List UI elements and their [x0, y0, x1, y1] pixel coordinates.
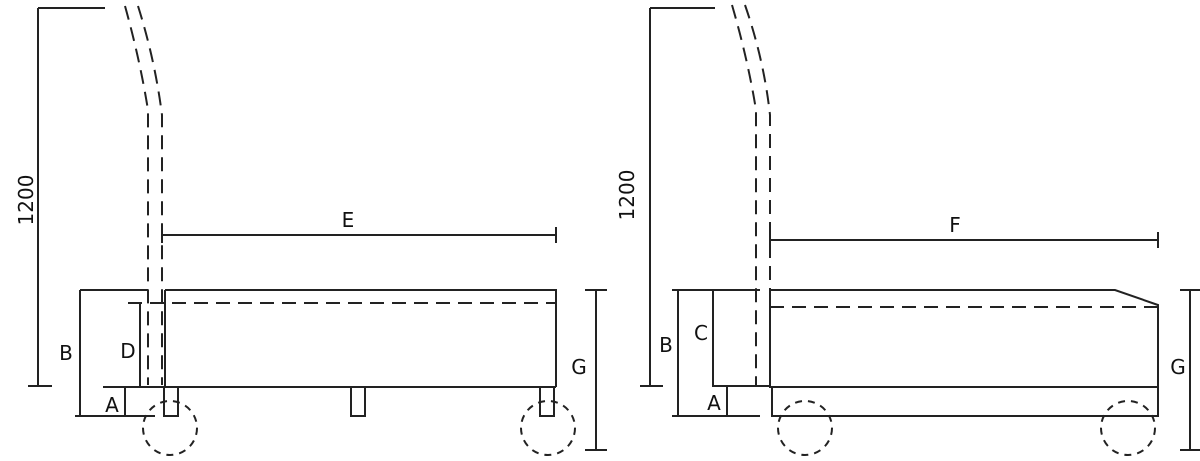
dimension-f: [769, 232, 1159, 248]
handle-outline: [731, 4, 771, 385]
label-b: B: [659, 333, 673, 357]
wheel-icon: [142, 400, 198, 456]
wheel-icon: [777, 400, 833, 456]
label-b: B: [59, 341, 73, 365]
wheel-icon: [1100, 400, 1156, 456]
dimension-g: [585, 289, 607, 451]
wheel-icon: [520, 400, 576, 456]
left-trolley-view: 1200 B D A E G: [14, 5, 607, 456]
label-d: D: [120, 339, 135, 363]
handle-outline: [124, 5, 163, 385]
height-dimension-right: 1200: [615, 7, 715, 387]
platform-body: [672, 289, 1159, 417]
height-label: 1200: [615, 170, 639, 221]
dimension-b: [672, 290, 760, 417]
label-a: A: [707, 391, 721, 415]
label-c: C: [694, 321, 708, 345]
platform-body: [80, 289, 557, 388]
caster-legs: [163, 386, 555, 417]
label-e: E: [342, 208, 355, 232]
label-a: A: [105, 393, 119, 417]
dimension-g: [1180, 289, 1200, 451]
dimension-b: [75, 290, 155, 417]
right-trolley-view: 1200 B C A F G: [615, 4, 1200, 456]
dimension-e: [161, 227, 557, 243]
label-g: G: [1170, 355, 1186, 379]
label-g: G: [571, 355, 587, 379]
height-label: 1200: [14, 175, 38, 226]
label-f: F: [949, 213, 961, 237]
height-dimension-left: 1200: [14, 7, 105, 387]
